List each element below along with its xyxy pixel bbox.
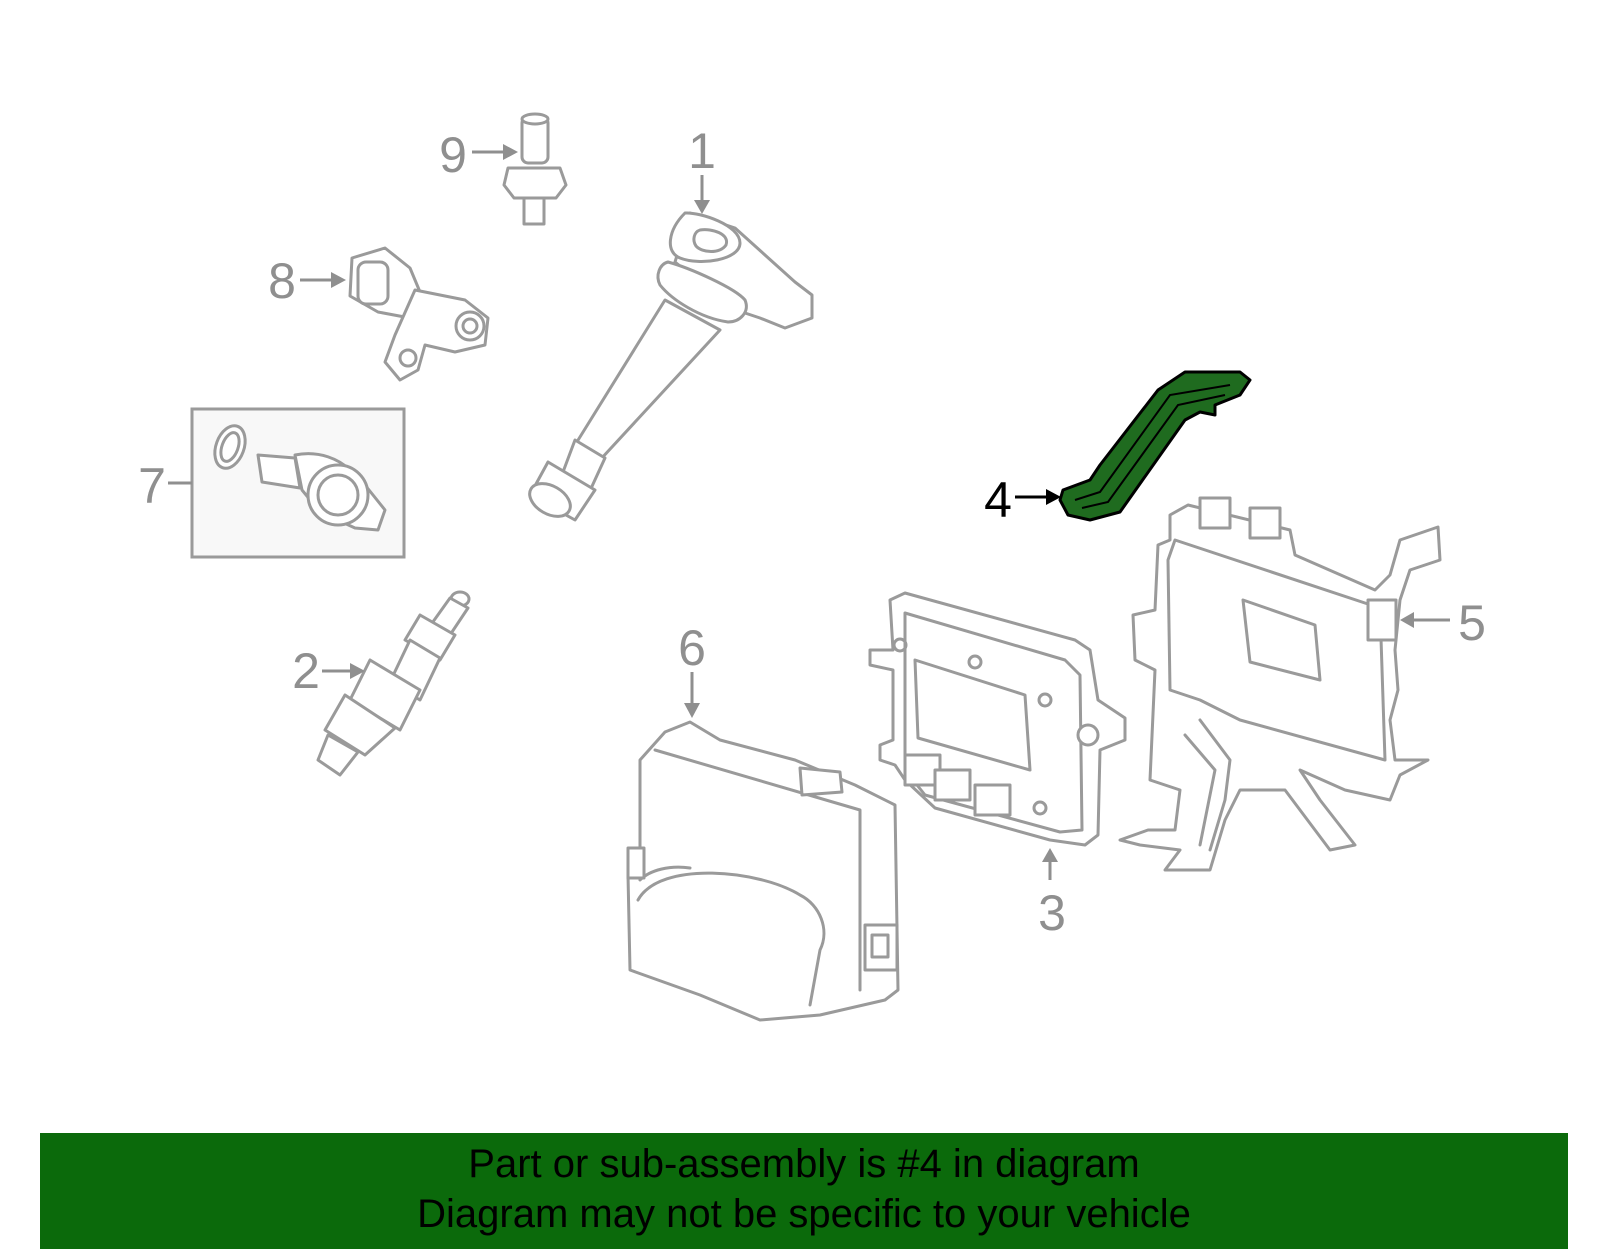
part-2-spark-plug[interactable] (316, 590, 471, 777)
info-banner: Part or sub-assembly is #4 in diagram Di… (40, 1133, 1568, 1249)
callout-5: 5 (1400, 595, 1486, 651)
callout-8: 8 (268, 253, 346, 309)
callout-label-1: 1 (688, 123, 716, 179)
callout-9: 9 (439, 127, 518, 183)
callout-label-5: 5 (1458, 595, 1486, 651)
part-9-sensor[interactable] (502, 112, 568, 226)
part-3-ecu[interactable] (868, 591, 1127, 847)
callout-label-8: 8 (268, 253, 296, 309)
part-5-bracket[interactable] (1118, 496, 1442, 872)
part-6-module-cover[interactable] (626, 720, 900, 1022)
part-4-bracket-highlighted[interactable] (1058, 370, 1252, 522)
callout-7: 7 (138, 458, 192, 514)
callout-2: 2 (292, 643, 365, 699)
callout-3: 3 (1038, 848, 1066, 941)
part-8-sensor[interactable] (348, 246, 490, 382)
callout-label-2: 2 (292, 643, 320, 699)
callout-label-4: 4 (984, 472, 1012, 528)
banner-line-1: Part or sub-assembly is #4 in diagram (468, 1142, 1140, 1186)
callout-label-6: 6 (678, 620, 706, 676)
callout-label-7: 7 (138, 458, 166, 514)
banner-line-2: Diagram may not be specific to your vehi… (417, 1192, 1191, 1236)
callout-label-3: 3 (1038, 885, 1066, 941)
callout-1: 1 (688, 123, 716, 214)
part-7-box[interactable] (190, 407, 406, 559)
callout-4: 4 (984, 472, 1061, 528)
callout-6: 6 (678, 620, 706, 718)
callout-label-9: 9 (439, 127, 467, 183)
part-1-ignition-coil[interactable] (524, 211, 814, 523)
